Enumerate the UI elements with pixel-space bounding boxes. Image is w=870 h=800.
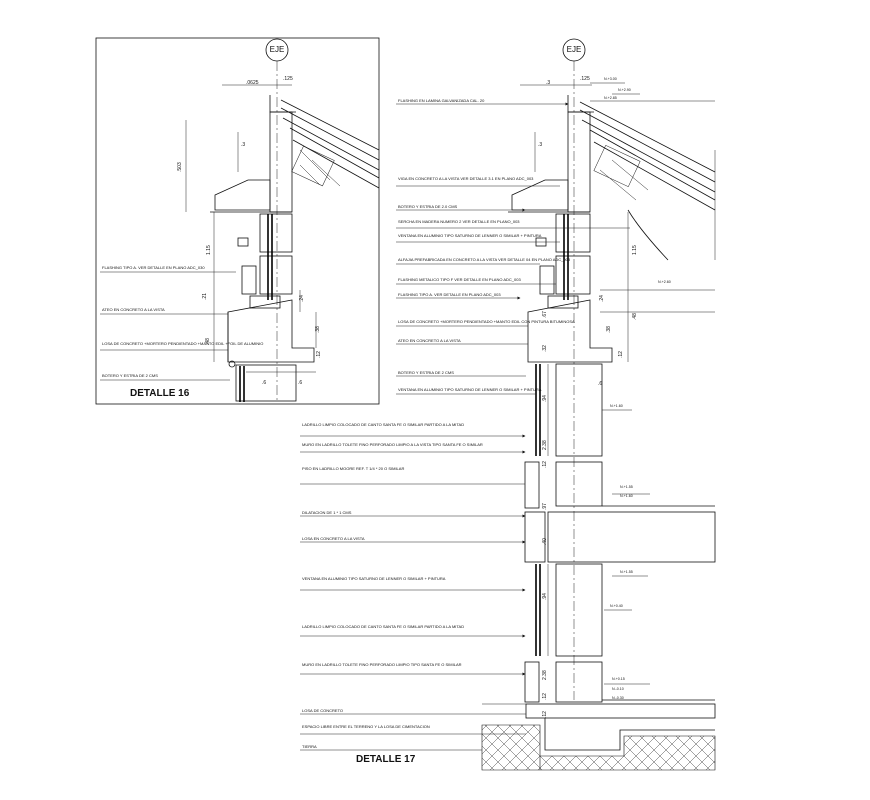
dim-16-post-h: 1.15	[206, 245, 212, 255]
lower-wall-17	[481, 363, 716, 771]
note-17-2: BOTERO Y ESTRIA DE 2.0 CMS	[398, 204, 458, 209]
axis-label-16: EJE	[270, 45, 285, 54]
notes-16: FLASHING TIPO A. VER DETALLE EN PLANO AD…	[100, 265, 263, 399]
dim-17-d32: .32	[542, 345, 548, 352]
dim-16-top-a: .0625	[246, 80, 259, 86]
detalle-16-title: DETALLE 16	[130, 388, 190, 399]
dim-17-d12b: .12	[542, 461, 548, 468]
notes-17-upper: FLASHING EN LAMINA GALVANIZADA CAL. 20 V…	[396, 98, 630, 395]
note-17-13: MURO EN LADRILLO TOLETE FINO PERFORADO L…	[302, 442, 483, 447]
slab-16	[227, 299, 315, 402]
dim-17-post-h: 1.15	[632, 245, 638, 255]
dim-16-d6a: .6	[262, 380, 266, 386]
note-17-7: FLASHING TIPO A. VER DETALLE EN PLANO AD…	[398, 292, 501, 297]
note-17-1: VIGA EN CONCRETO A LA VISTA VER DETALLE …	[398, 176, 534, 181]
note-17-5: ALFAJIA PREFABRICADA EN CONCRETO A LA VI…	[398, 257, 571, 262]
note-17-3: SERCHA EN MADERA NUMERO 2 VER DETALLE EN…	[398, 219, 520, 224]
level-tag-7: N.+1.55	[620, 570, 633, 574]
roof-assembly-16	[269, 95, 380, 189]
level-tags-17: N.+3.00 N.+2.90 N.+2.85 N.+2.60 N.+1.60 …	[590, 77, 715, 700]
level-tag-8: N.+0.40	[610, 604, 623, 608]
axis-label-17: EJE	[567, 45, 582, 54]
note-17-14: PISO EN LADRILLO MOORE REF. T 1/4 * 20 O…	[302, 466, 404, 471]
level-tag-5: N.+1.55	[620, 485, 633, 489]
note-17-20: LOSA DE CONCRETO	[302, 708, 343, 713]
dim-17-d6: .6	[598, 381, 602, 387]
note-17-16: LOSA EN CONCRETO A LA VISTA	[302, 536, 365, 541]
note-17-22: TIERRA	[302, 744, 317, 749]
level-tag-3: N.+2.60	[658, 280, 671, 284]
dim-17-d12c: .12	[542, 693, 548, 700]
note-17-17: VENTANA EN ALUMINIO TIPO SATURNO DE LENN…	[302, 576, 446, 581]
level-tag-6: N.+1.60	[620, 494, 633, 498]
note-17-4: VENTANA EN ALUMINIO TIPO SATURNO DE LENN…	[398, 233, 542, 238]
dimensions-17: .3 .125 .3 1.15 .24 .38 .48 .67 .32 .12 …	[520, 76, 638, 718]
dim-17-d238b: 2.38	[542, 670, 548, 680]
note-16-3: LOSA DE CONCRETO +MORTERO PENDIENTADO +M…	[102, 341, 263, 346]
level-tag-11: N.-0.30	[612, 696, 624, 700]
axis-marker-17: EJE	[562, 38, 586, 700]
note-17-19: MURO EN LADRILLO TOLETE FINO PERFORADO L…	[302, 662, 462, 667]
note-17-12: LADRILLO LIMPIO COLOCADO DE CANTO SANTA …	[302, 422, 464, 427]
notes-17-lower: LADRILLO LIMPIO COLOCADO DE CANTO SANTA …	[300, 422, 526, 765]
dim-16-small-3: .3	[241, 142, 245, 148]
note-17-9: ATEO EN CONCRETO A LA VISTA	[398, 338, 461, 343]
dim-16-d21: .21	[202, 293, 208, 300]
dimensions-16: .0625 .125 .503 .3 1.15 .21 .24 .38 .48 …	[177, 76, 322, 386]
detalle-17: EJE	[300, 38, 716, 771]
dim-17-d94a: .94	[542, 395, 548, 402]
dim-16-d12: .12	[316, 351, 322, 358]
dim-17-d12a: .12	[618, 351, 624, 358]
level-tag-4: N.+1.60	[610, 404, 623, 408]
dim-17-d67: .67	[542, 311, 548, 318]
beam-and-wall-17	[508, 111, 613, 363]
note-17-15: DILATACION DE 1 * 1 CMS	[302, 510, 352, 515]
note-17-0: FLASHING EN LAMINA GALVANIZADA CAL. 20	[398, 98, 485, 103]
dim-16-d24: .24	[299, 295, 305, 302]
beam-and-wall-16	[210, 111, 293, 309]
note-17-10: BOTERO Y ESTRIA DE 2 CMS	[398, 370, 454, 375]
detalle-16-frame	[95, 37, 380, 405]
level-tag-1: N.+2.90	[618, 88, 631, 92]
note-16-1: FLASHING TIPO A. VER DETALLE EN PLANO AD…	[102, 265, 205, 270]
dim-17-d48: .48	[632, 313, 638, 320]
dim-17-top-a: .3	[546, 80, 550, 86]
dim-16-d6b: .6	[298, 380, 302, 386]
dim-17-small-3: .3	[538, 142, 542, 148]
dim-17-d40: .40	[542, 538, 548, 545]
dim-17-d12d: .12	[542, 711, 548, 718]
dim-17-d97: .97	[542, 503, 548, 510]
dim-16-d38: .38	[315, 326, 321, 333]
detalle-17-title: DETALLE 17	[356, 754, 416, 765]
axis-marker-16: EJE	[265, 38, 289, 400]
note-16-2: ATEO EN CONCRETO A LA VISTA	[102, 307, 165, 312]
note-17-21: ESPACIO LIBRE ENTRE EL TERRENO Y LA LOSA…	[302, 724, 430, 729]
dim-16-roof-h: .503	[177, 162, 183, 172]
dim-17-top-b: .125	[580, 76, 590, 82]
dim-16-d48: .48	[205, 338, 211, 345]
dim-16-top-b: .125	[283, 76, 293, 82]
level-tag-9: N.+0.15	[612, 677, 625, 681]
level-tag-2: N.+2.85	[604, 96, 617, 100]
note-16-4: BOTERO Y ESTRIA DE 2 CMS	[102, 373, 158, 378]
level-tag-10: N.-0.10	[612, 687, 624, 691]
dim-17-d24: .24	[599, 295, 605, 302]
level-tag-0: N.+3.00	[604, 77, 617, 81]
roof-assembly-17	[567, 95, 716, 261]
note-17-11: VENTANA EN ALUMINIO TIPO SATURNO DE LENN…	[398, 387, 542, 392]
detalle-16: EJE	[95, 37, 380, 405]
dim-17-d38: .38	[606, 326, 612, 333]
note-17-8: LOSA DE CONCRETO +MORTERO PENDIENTADO +M…	[398, 319, 575, 324]
note-17-6: FLASHING METALICO TIPO F VER DETALLE EN …	[398, 277, 521, 282]
dim-17-d238a: 2.38	[542, 440, 548, 450]
note-17-18: LADRILLO LIMPIO COLOCADO DE CANTO SANTA …	[302, 624, 464, 629]
dim-17-d94b: .94	[542, 593, 548, 600]
